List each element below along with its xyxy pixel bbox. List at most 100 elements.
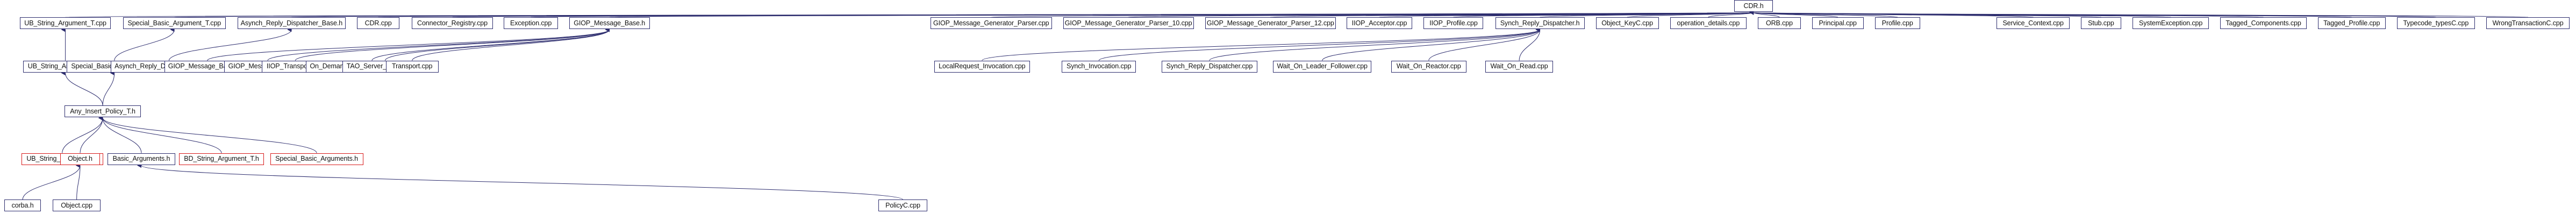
graph-node-transport_cpp[interactable]: Transport.cpp	[385, 60, 439, 73]
graph-edge	[62, 115, 103, 153]
graph-node-label: Object.h	[68, 155, 92, 163]
graph-node-synch_reply_dispatcher_cpp[interactable]: Synch_Reply_Dispatcher.cpp	[1162, 60, 1257, 73]
graph-node-object_keyc_cpp[interactable]: Object_KeyC.cpp	[1595, 17, 1659, 29]
graph-edge	[609, 10, 1755, 18]
graph-node-cdr_cpp[interactable]: CDR.cpp	[356, 17, 400, 29]
graph-edge	[371, 27, 610, 61]
graph-edge	[1270, 10, 1755, 18]
graph-node-giop_message_generator_parser_10_cpp[interactable]: GIOP_Message_Generator_Parser_10.cpp	[1063, 17, 1194, 29]
graph-node-systemexception_cpp[interactable]: SystemException.cpp	[2132, 17, 2209, 29]
graph-node-iiop_profile_cpp[interactable]: IIOP_Profile.cpp	[1423, 17, 1484, 29]
graph-node-any_insert_policy_t_h[interactable]: Any_Insert_Policy_T.h	[65, 105, 141, 118]
graph-node-label: Wait_On_Read.cpp	[1490, 62, 1548, 70]
graph-edge	[1519, 27, 1541, 61]
graph-node-service_context_cpp[interactable]: Service_Context.cpp	[1997, 17, 2070, 29]
graph-node-giop_message_generator_parser_12_cpp[interactable]: GIOP_Message_Generator_Parser_12.cpp	[1205, 17, 1336, 29]
graph-edge	[384, 27, 610, 61]
graph-node-label: Stub.cpp	[2088, 19, 2114, 27]
graph-node-ub_string_argument_t_cpp[interactable]: UB_String_Argument_T.cpp	[20, 17, 111, 29]
graph-edge	[1749, 10, 2264, 18]
graph-node-label: Service_Context.cpp	[2002, 19, 2064, 27]
graph-node-bd_string_argument_t_h[interactable]: BD_String_Argument_T.h	[179, 153, 264, 165]
graph-edge	[1749, 10, 1838, 18]
graph-edge	[168, 27, 292, 61]
graph-edge	[1749, 10, 2436, 18]
graph-node-object_h[interactable]: Object.h	[60, 153, 100, 165]
graph-node-label: IIOP_Profile.cpp	[1429, 19, 1478, 27]
graph-node-operation_details_cpp[interactable]: operation_details.cpp	[1670, 17, 1747, 29]
graph-edge	[1749, 10, 1898, 18]
graph-edge	[412, 27, 610, 61]
graph-edge	[378, 10, 1755, 18]
graph-node-synch_reply_dispatcher_h[interactable]: Synch_Reply_Dispatcher.h	[1495, 17, 1585, 29]
graph-node-label: corba.h	[11, 202, 34, 210]
graph-node-profile_cpp[interactable]: Profile.cpp	[1874, 17, 1920, 29]
graph-edge	[1322, 27, 1541, 61]
graph-node-label: WrongTransactionC.cpp	[2492, 19, 2564, 27]
graph-node-label: Special_Basic_Arguments.h	[275, 155, 358, 163]
graph-node-wait_on_read_cpp[interactable]: Wait_On_Read.cpp	[1485, 60, 1554, 73]
graph-node-tagged_components_cpp[interactable]: Tagged_Components.cpp	[2220, 17, 2307, 29]
graph-node-giop_message_base_h[interactable]: GIOP_Message_Base.h	[569, 17, 650, 29]
graph-node-label: Principal.cpp	[1819, 19, 1857, 27]
graph-node-tagged_profile_cpp[interactable]: Tagged_Profile.cpp	[2317, 17, 2386, 29]
graph-node-typecode_typesc_cpp[interactable]: Typecode_typesC.cpp	[2396, 17, 2475, 29]
graph-edge	[531, 10, 1755, 18]
graph-node-label: Object_KeyC.cpp	[1601, 19, 1654, 27]
graph-edge	[1749, 10, 2171, 18]
graph-node-special_basic_arguments_h[interactable]: Special_Basic_Arguments.h	[270, 153, 363, 165]
graph-node-wrongtransactionc_cpp[interactable]: WrongTransactionC.cpp	[2486, 17, 2570, 29]
graph-node-label: LocalRequest_Invocation.cpp	[939, 62, 1026, 70]
graph-node-basic_arguments_h[interactable]: Basic_Arguments.h	[107, 153, 176, 165]
graph-node-label: Connector_Registry.cpp	[417, 19, 488, 27]
graph-edge	[65, 10, 1755, 18]
graph-node-corba_h[interactable]: corba.h	[4, 199, 41, 212]
graph-edge	[1098, 27, 1541, 61]
graph-edge	[22, 163, 81, 200]
graph-node-label: GIOP_Message_Generator_Parser_12.cpp	[1206, 19, 1334, 27]
graph-node-stub_cpp[interactable]: Stub.cpp	[2081, 17, 2121, 29]
graph-node-label: Any_Insert_Policy_T.h	[70, 108, 135, 116]
graph-node-special_basic_argument_t_cpp[interactable]: Special_Basic_Argument_T.cpp	[123, 17, 226, 29]
graph-edge	[1749, 10, 2529, 18]
graph-edge	[1540, 10, 1754, 18]
graph-node-label: Basic_Arguments.h	[112, 155, 170, 163]
graph-node-label: Exception.cpp	[510, 19, 552, 27]
graph-edge	[207, 27, 610, 61]
graph-edge	[61, 70, 103, 106]
graph-node-iiop_acceptor_cpp[interactable]: IIOP_Acceptor.cpp	[1346, 17, 1413, 29]
graph-node-label: GIOP_Message_Base.h	[574, 19, 646, 27]
graph-node-principal_cpp[interactable]: Principal.cpp	[1812, 17, 1864, 29]
graph-node-label: GIOP_Message_Generator_Parser.cpp	[933, 19, 1049, 27]
graph-node-label: UB_String_Argument_T.cpp	[24, 19, 106, 27]
graph-edge	[1209, 27, 1541, 61]
graph-edge	[1128, 10, 1755, 18]
graph-edge	[1379, 10, 1754, 18]
graph-node-label: Wait_On_Reactor.cpp	[1396, 62, 1461, 70]
graph-node-orb_cpp[interactable]: ORB.cpp	[1758, 17, 1801, 29]
graph-node-object_cpp[interactable]: Object.cpp	[53, 199, 101, 212]
graph-edge	[174, 10, 1755, 18]
graph-node-label: Object.cpp	[61, 202, 92, 210]
graph-edge	[1627, 10, 1754, 18]
graph-node-wait_on_reactor_cpp[interactable]: Wait_On_Reactor.cpp	[1391, 60, 1466, 73]
graph-node-exception_cpp[interactable]: Exception.cpp	[504, 17, 558, 29]
graph-node-giop_message_generator_parser_cpp[interactable]: GIOP_Message_Generator_Parser.cpp	[930, 17, 1052, 29]
graph-node-label: GIOP_Message_Generator_Parser_10.cpp	[1064, 19, 1192, 27]
graph-edge	[991, 10, 1755, 18]
graph-node-cdr_h[interactable]: CDR.h	[1734, 0, 1773, 12]
graph-node-wait_on_leader_follower_cpp[interactable]: Wait_On_Leader_Follower.cpp	[1272, 60, 1372, 73]
graph-edge	[102, 70, 115, 106]
graph-edge	[1428, 27, 1541, 61]
graph-node-policyc_cpp[interactable]: PolicyC.cpp	[878, 199, 928, 212]
graph-edge	[452, 10, 1755, 18]
graph-edge	[291, 10, 1755, 18]
graph-node-synch_invocation_cpp[interactable]: Synch_Invocation.cpp	[1062, 60, 1136, 73]
graph-node-label: Profile.cpp	[1881, 19, 1913, 27]
graph-node-label: PolicyC.cpp	[885, 202, 920, 210]
graph-node-connector_registry_cpp[interactable]: Connector_Registry.cpp	[411, 17, 493, 29]
graph-node-localrequest_invocation_cpp[interactable]: LocalRequest_Invocation.cpp	[934, 60, 1030, 73]
graph-node-label: Wait_On_Leader_Follower.cpp	[1277, 62, 1368, 70]
graph-node-label: SystemException.cpp	[2138, 19, 2203, 27]
graph-node-asynch_reply_dispatcher_base_h[interactable]: Asynch_Reply_Dispatcher_Base.h	[237, 17, 346, 29]
